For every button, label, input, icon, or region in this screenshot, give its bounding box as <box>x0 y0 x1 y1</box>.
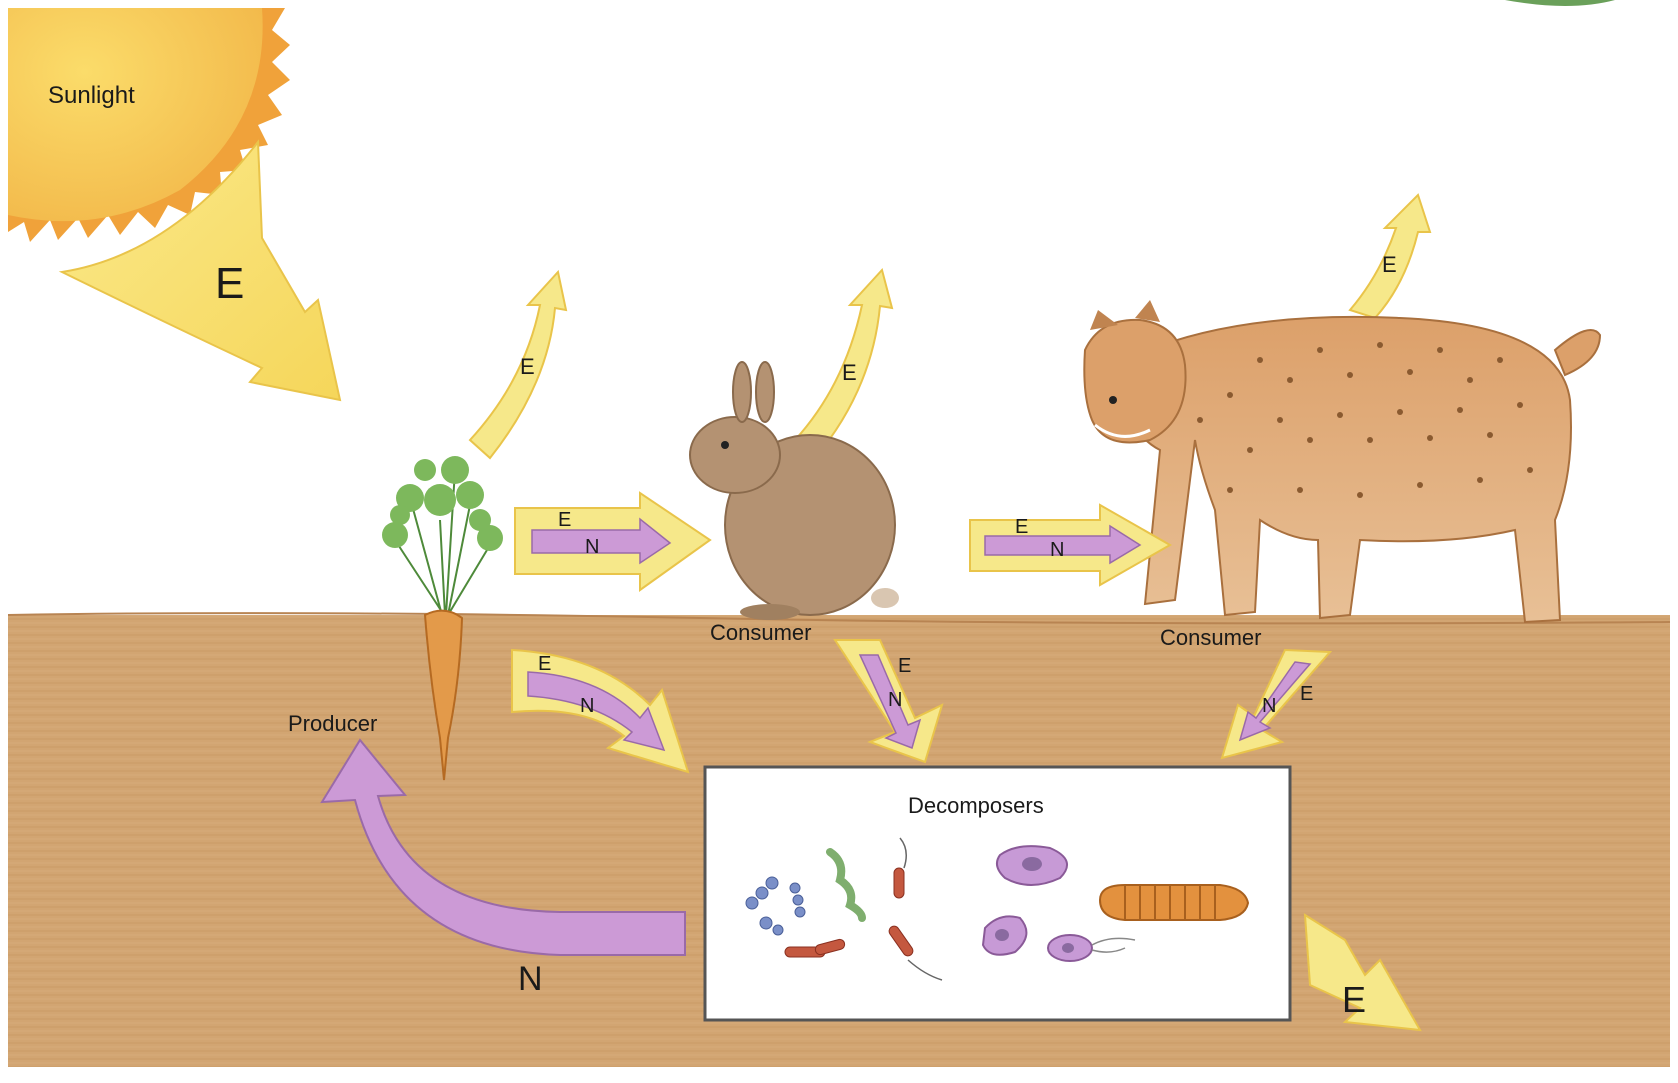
consumer-2-label: Consumer <box>1160 625 1261 650</box>
bobcat-to-decomposers-n: N <box>1262 695 1276 717</box>
rabbit-to-decomposers-n: N <box>888 689 902 711</box>
producer-to-rabbit-n: N <box>585 536 599 558</box>
bobcat-icon <box>1084 300 1600 622</box>
rabbit-heat-letter: E <box>842 360 857 385</box>
rabbit-heat-arrow: E <box>795 270 892 458</box>
rabbit-to-bobcat-arrow: E N <box>970 505 1170 585</box>
rabbit-to-decomposers-e: E <box>898 655 911 677</box>
rabbit-to-bobcat-n: N <box>1050 539 1064 561</box>
producer-to-rabbit-arrow: E N <box>515 493 710 590</box>
producer-to-decomposers-n: N <box>580 695 594 717</box>
producer-to-decomposers-e: E <box>538 653 551 675</box>
sunlight-label: Sunlight <box>48 82 135 109</box>
producer-heat-arrow: E <box>470 272 566 458</box>
bobcat-to-decomposers-e: E <box>1300 683 1313 705</box>
rabbit-icon <box>690 362 899 620</box>
producer-heat-letter: E <box>520 354 535 379</box>
sun-energy-letter: E <box>215 259 244 308</box>
nutrient-return-letter: N <box>518 960 543 998</box>
corner-leaf-icon <box>1505 0 1615 6</box>
producer-to-rabbit-e: E <box>558 509 571 531</box>
bobcat-heat-arrow: E <box>1350 195 1430 318</box>
decomposer-heat-letter: E <box>1342 979 1366 1020</box>
larva-icon <box>1100 885 1248 920</box>
producer-label: Producer <box>288 711 377 736</box>
rabbit-to-bobcat-e: E <box>1015 516 1028 538</box>
bobcat-heat-letter: E <box>1382 252 1397 277</box>
consumer-1-label: Consumer <box>710 620 811 645</box>
decomposers-label: Decomposers <box>908 793 1044 818</box>
